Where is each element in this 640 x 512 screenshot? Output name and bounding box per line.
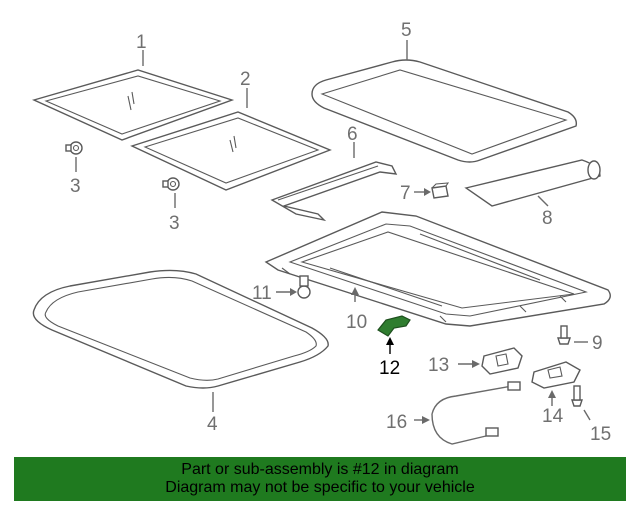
callout-3a: 3 <box>70 176 81 197</box>
callout-1: 1 <box>136 32 147 53</box>
callout-2: 2 <box>240 69 251 90</box>
part-15-screw[interactable] <box>571 385 583 407</box>
callout-8: 8 <box>542 208 553 229</box>
part-3-bolt-a[interactable] <box>65 141 83 155</box>
part-4-seal[interactable] <box>32 269 329 389</box>
callout-3b: 3 <box>169 213 180 234</box>
part-8-sunshade[interactable] <box>464 159 601 207</box>
callout-12: 12 <box>379 358 400 379</box>
part-1-front-glass[interactable] <box>31 69 235 141</box>
callout-7: 7 <box>400 183 411 204</box>
part-2-rear-glass[interactable] <box>130 111 332 191</box>
part-13-motor[interactable] <box>481 347 523 375</box>
callout-4: 4 <box>207 414 218 435</box>
callout-9: 9 <box>592 333 603 354</box>
part-12-bracket-highlighted[interactable] <box>377 315 411 337</box>
part-9-screw[interactable] <box>557 325 571 345</box>
callout-14: 14 <box>542 406 564 427</box>
callout-11: 11 <box>252 283 272 304</box>
info-banner: Part or sub-assembly is #12 in diagram D… <box>14 457 626 501</box>
part-6-rail[interactable] <box>270 161 398 222</box>
banner-line-2: Diagram may not be specific to your vehi… <box>165 479 475 496</box>
part-5-roof-panel[interactable] <box>311 59 578 163</box>
part-3-bolt-b[interactable] <box>162 177 180 191</box>
part-7-clip[interactable] <box>431 182 450 199</box>
callout-5: 5 <box>401 20 412 41</box>
callout-10: 10 <box>346 312 367 333</box>
callout-15: 15 <box>590 424 611 445</box>
part-16-harness[interactable] <box>431 381 521 445</box>
banner-line-1: Part or sub-assembly is #12 in diagram <box>181 461 459 478</box>
part-14-module[interactable] <box>531 361 581 389</box>
parts-diagram: 1 2 3 3 4 5 6 <box>31 20 611 445</box>
callout-13: 13 <box>428 355 449 376</box>
callout-16: 16 <box>386 412 407 433</box>
part-10-frame[interactable] <box>264 211 611 327</box>
part-11-bolt[interactable] <box>297 275 311 299</box>
callout-6: 6 <box>347 124 358 145</box>
